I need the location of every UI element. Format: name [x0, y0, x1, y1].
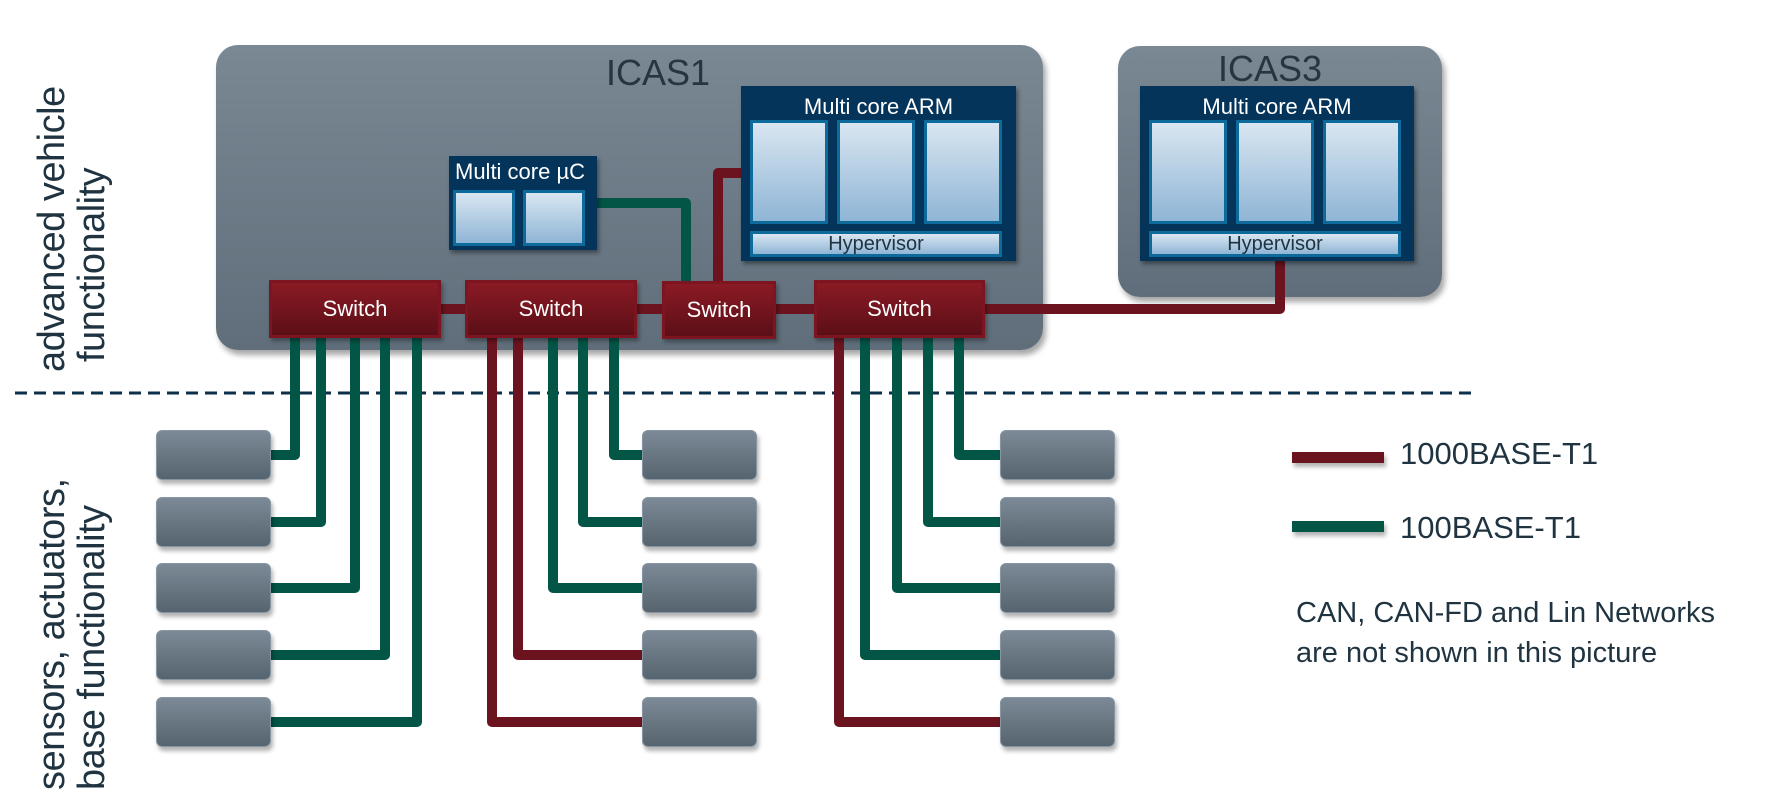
- switch-1: Switch: [269, 280, 441, 338]
- switch-3: Switch: [662, 281, 776, 339]
- link-1000base-t1: [834, 338, 1000, 727]
- mcu-core: [523, 190, 585, 246]
- ecu-device: [642, 497, 757, 547]
- ecu-device: [1000, 497, 1115, 547]
- icas3-hypervisor: Hypervisor: [1149, 231, 1401, 257]
- arm-core: [750, 120, 828, 224]
- ecu-device: [642, 630, 757, 680]
- networks-note: CAN, CAN-FD and Lin Networks are not sho…: [1296, 593, 1715, 673]
- ecu-device: [156, 430, 271, 480]
- arm-core: [837, 120, 915, 224]
- ecu-device: [1000, 563, 1115, 613]
- ecu-device: [642, 697, 757, 747]
- switch-4: Switch: [814, 280, 985, 338]
- icas3-arm: Multi core ARM Hypervisor: [1140, 86, 1414, 261]
- icas1-title: ICAS1: [606, 52, 711, 93]
- ecu-device: [642, 563, 757, 613]
- icas1-mcu-title: Multi core µC: [455, 159, 586, 184]
- legend-label-fast: 100BASE-T1: [1400, 510, 1581, 545]
- networks-note-line1: CAN, CAN-FD and Lin Networks: [1296, 597, 1715, 629]
- networks-note-line2: are not shown in this picture: [1296, 637, 1658, 669]
- link-1000base-t1: [513, 338, 642, 660]
- ecu-device: [1000, 697, 1115, 747]
- switch-2: Switch: [465, 280, 637, 338]
- link-100base-t1: [860, 338, 1000, 660]
- ecu-device: [642, 430, 757, 480]
- link-100base-t1: [578, 338, 642, 527]
- link-switch3-icas1-arm: [713, 168, 741, 281]
- arm-core: [924, 120, 1002, 224]
- link-100base-t1: [954, 338, 1000, 460]
- ecu-device: [156, 497, 271, 547]
- legend-label-gigabit: 1000BASE-T1: [1400, 436, 1599, 471]
- link-100base-t1: [892, 338, 1000, 593]
- arm-core: [1323, 120, 1401, 224]
- mcu-core: [453, 190, 515, 246]
- link-100base-t1: [271, 338, 360, 593]
- arm-core: [1236, 120, 1314, 224]
- icas1-hypervisor: Hypervisor: [750, 231, 1002, 257]
- icas3-arm-title: Multi core ARM: [1202, 94, 1352, 119]
- ecu-device: [1000, 430, 1115, 480]
- ecu-device: [156, 563, 271, 613]
- icas1-arm-title: Multi core ARM: [803, 94, 954, 119]
- link-100base-t1: [923, 338, 1000, 527]
- legend-swatch-gigabit: [1292, 452, 1384, 463]
- link-100base-t1: [271, 338, 326, 527]
- link-switch3-icas1-mcu: [597, 198, 691, 281]
- link-100base-t1: [271, 338, 300, 460]
- icas3-title: ICAS3: [1218, 48, 1323, 89]
- icas1-arm: Multi core ARM Hypervisor: [741, 86, 1016, 261]
- ecu-device: [156, 630, 271, 680]
- link-100base-t1: [548, 338, 642, 593]
- link-100base-t1: [271, 338, 390, 660]
- ecu-device: [1000, 630, 1115, 680]
- arm-core: [1149, 120, 1227, 224]
- link-switch4-icas3: [985, 261, 1285, 314]
- icas1-mcu: Multi core µC: [449, 156, 597, 250]
- legend-swatch-fast: [1292, 521, 1384, 532]
- link-100base-t1: [271, 338, 422, 727]
- ecu-device: [156, 697, 271, 747]
- link-1000base-t1: [487, 338, 642, 727]
- link-100base-t1: [609, 338, 642, 460]
